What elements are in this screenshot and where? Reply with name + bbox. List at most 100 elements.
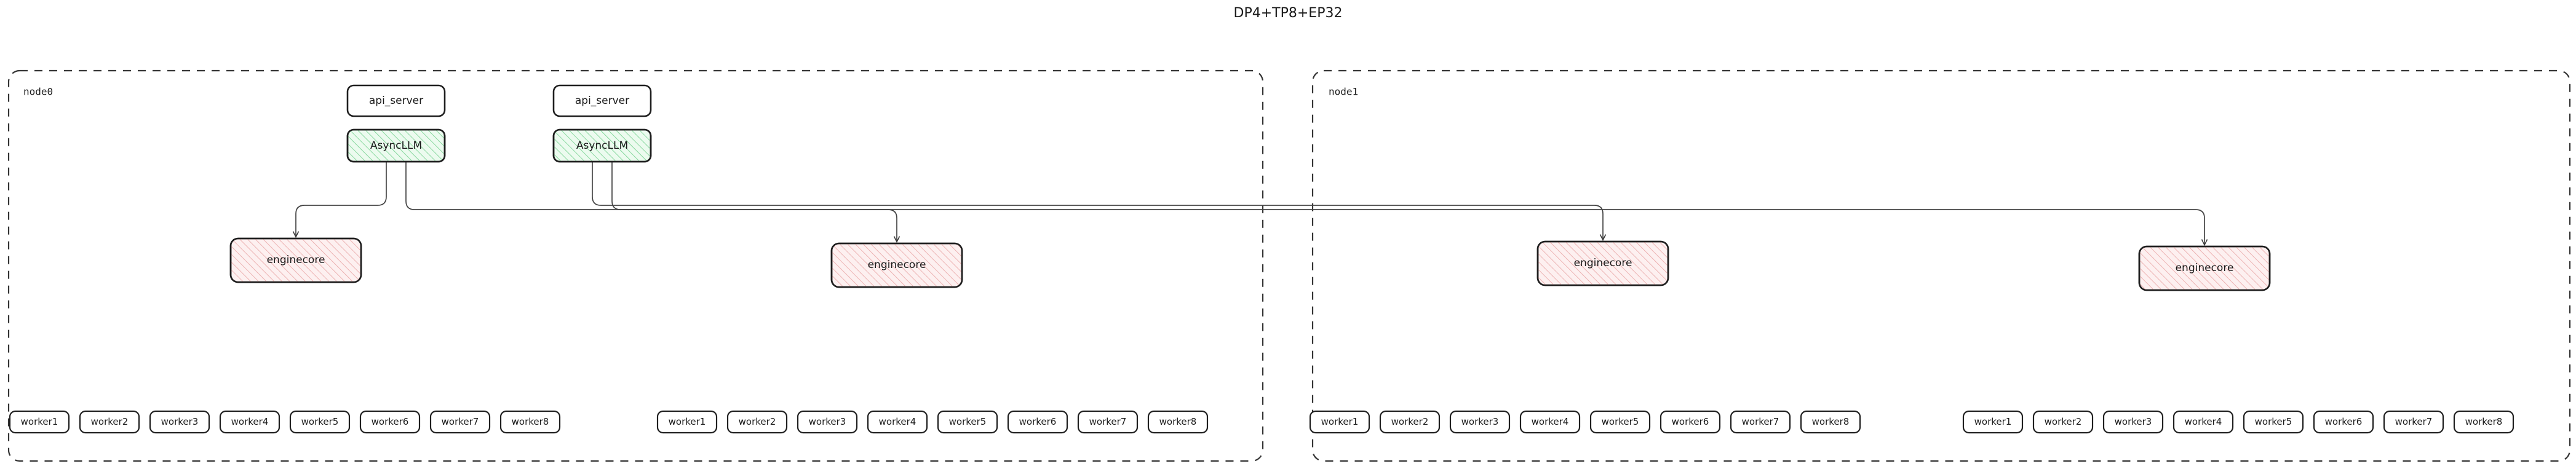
worker-label: worker6 [2325, 416, 2363, 427]
worker-label: worker7 [2395, 416, 2433, 427]
enginecore-3-hatch-overlay [2139, 246, 2270, 290]
enginecore-2[interactable]: enginecore [1536, 240, 1669, 286]
asyncllm-0[interactable]: AsyncLLM [346, 128, 446, 163]
worker-rect[interactable] [1147, 410, 1209, 434]
worker-box-workers-ec3-4[interactable]: worker4 [2173, 410, 2234, 434]
worker-rect[interactable] [656, 410, 718, 434]
worker-box-workers-ec2-5[interactable]: worker5 [1589, 410, 1651, 434]
cluster-border-node1 [1311, 69, 2571, 462]
worker-rect[interactable] [1309, 410, 1370, 434]
worker-box-workers-ec3-7[interactable]: worker7 [2383, 410, 2444, 434]
worker-rect[interactable] [2173, 410, 2234, 434]
worker-label: worker8 [512, 416, 549, 427]
worker-box-workers-ec2-3[interactable]: worker3 [1449, 410, 1511, 434]
worker-box-workers-ec2-6[interactable]: worker6 [1660, 410, 1721, 434]
worker-box-workers-ec3-1[interactable]: worker1 [1962, 410, 2024, 434]
worker-rect[interactable] [1379, 410, 1441, 434]
api-server-1[interactable]: api_server [552, 84, 652, 117]
worker-rect[interactable] [2453, 410, 2514, 434]
worker-label: worker5 [2255, 416, 2292, 427]
worker-box-workers-ec0-4[interactable]: worker4 [219, 410, 280, 434]
worker-rect[interactable] [867, 410, 928, 434]
worker-label: worker3 [161, 416, 199, 427]
worker-label: worker7 [1089, 416, 1127, 427]
worker-box-workers-ec2-8[interactable]: worker8 [1800, 410, 1861, 434]
worker-rect[interactable] [499, 410, 561, 434]
worker-group-workers-ec1: worker1 worker2 worker3 worker4 worker5 worke… [656, 410, 1209, 434]
worker-label: worker8 [2465, 416, 2503, 427]
worker-rect[interactable] [797, 410, 858, 434]
enginecore-0[interactable]: enginecore [229, 237, 362, 283]
api-server-1-box[interactable] [552, 84, 652, 117]
worker-label: worker1 [1974, 416, 2012, 427]
worker-box-workers-ec2-7[interactable]: worker7 [1730, 410, 1791, 434]
worker-rect[interactable] [1007, 410, 1068, 434]
worker-rect[interactable] [2383, 410, 2444, 434]
worker-box-workers-ec2-1[interactable]: worker1 [1309, 410, 1370, 434]
worker-box-workers-ec3-5[interactable]: worker5 [2243, 410, 2304, 434]
worker-label: worker3 [1461, 416, 1499, 427]
worker-box-workers-ec1-4[interactable]: worker4 [867, 410, 928, 434]
worker-label: worker3 [809, 416, 846, 427]
worker-rect[interactable] [2102, 410, 2164, 434]
worker-box-workers-ec1-6[interactable]: worker6 [1007, 410, 1068, 434]
worker-box-workers-ec2-2[interactable]: worker2 [1379, 410, 1441, 434]
asyncllm-0-label: AsyncLLM [370, 140, 422, 152]
worker-group-workers-ec2: worker1 worker2 worker3 worker4 worker5 worke… [1309, 410, 1861, 434]
worker-rect[interactable] [9, 410, 70, 434]
worker-box-workers-ec2-4[interactable]: worker4 [1519, 410, 1581, 434]
api-server-0-box[interactable] [346, 84, 446, 117]
enginecore-1[interactable]: enginecore [830, 242, 963, 288]
enginecore-0-outline [229, 237, 362, 283]
workers-group: worker1 worker2 worker3 worker4 worker5 worke… [9, 410, 2514, 434]
worker-rect[interactable] [2313, 410, 2374, 434]
worker-rect[interactable] [1077, 410, 1139, 434]
worker-box-workers-ec0-3[interactable]: worker3 [149, 410, 210, 434]
worker-rect[interactable] [359, 410, 421, 434]
worker-rect[interactable] [937, 410, 998, 434]
worker-box-workers-ec3-3[interactable]: worker3 [2102, 410, 2164, 434]
worker-rect[interactable] [1449, 410, 1511, 434]
worker-rect[interactable] [219, 410, 280, 434]
worker-box-workers-ec1-8[interactable]: worker8 [1147, 410, 1209, 434]
worker-label: worker4 [879, 416, 916, 427]
worker-box-workers-ec1-7[interactable]: worker7 [1077, 410, 1139, 434]
worker-box-workers-ec1-3[interactable]: worker3 [797, 410, 858, 434]
worker-box-workers-ec0-5[interactable]: worker5 [289, 410, 351, 434]
worker-rect[interactable] [2243, 410, 2304, 434]
worker-rect[interactable] [149, 410, 210, 434]
api-server-0[interactable]: api_server [346, 84, 446, 117]
worker-box-workers-ec3-2[interactable]: worker2 [2032, 410, 2094, 434]
worker-box-workers-ec1-5[interactable]: worker5 [937, 410, 998, 434]
worker-rect[interactable] [726, 410, 788, 434]
asyncllm-1-hatch-overlay [554, 130, 651, 162]
worker-box-workers-ec1-1[interactable]: worker1 [656, 410, 718, 434]
worker-rect[interactable] [289, 410, 351, 434]
worker-box-workers-ec0-6[interactable]: worker6 [359, 410, 421, 434]
worker-rect[interactable] [79, 410, 140, 434]
worker-box-workers-ec3-8[interactable]: worker8 [2453, 410, 2514, 434]
worker-label: worker2 [2045, 416, 2082, 427]
worker-label: worker5 [301, 416, 339, 427]
worker-box-workers-ec0-2[interactable]: worker2 [79, 410, 140, 434]
worker-rect[interactable] [1519, 410, 1581, 434]
worker-box-workers-ec0-7[interactable]: worker7 [429, 410, 491, 434]
enginecore-3[interactable]: enginecore [2138, 245, 2271, 291]
worker-rect[interactable] [1800, 410, 1861, 434]
worker-label: worker6 [372, 416, 409, 427]
worker-group-workers-ec0: worker1 worker2 worker3 worker4 worker5 worke… [9, 410, 561, 434]
worker-rect[interactable] [2032, 410, 2094, 434]
worker-rect[interactable] [1730, 410, 1791, 434]
worker-box-workers-ec0-8[interactable]: worker8 [499, 410, 561, 434]
worker-rect[interactable] [429, 410, 491, 434]
worker-rect[interactable] [1660, 410, 1721, 434]
worker-box-workers-ec1-2[interactable]: worker2 [726, 410, 788, 434]
worker-box-workers-ec3-6[interactable]: worker6 [2313, 410, 2374, 434]
worker-rect[interactable] [1962, 410, 2024, 434]
worker-box-workers-ec0-1[interactable]: worker1 [9, 410, 70, 434]
asyncllm-1[interactable]: AsyncLLM [552, 128, 652, 163]
worker-rect[interactable] [1589, 410, 1651, 434]
api-server-1-label: api_server [575, 95, 629, 107]
